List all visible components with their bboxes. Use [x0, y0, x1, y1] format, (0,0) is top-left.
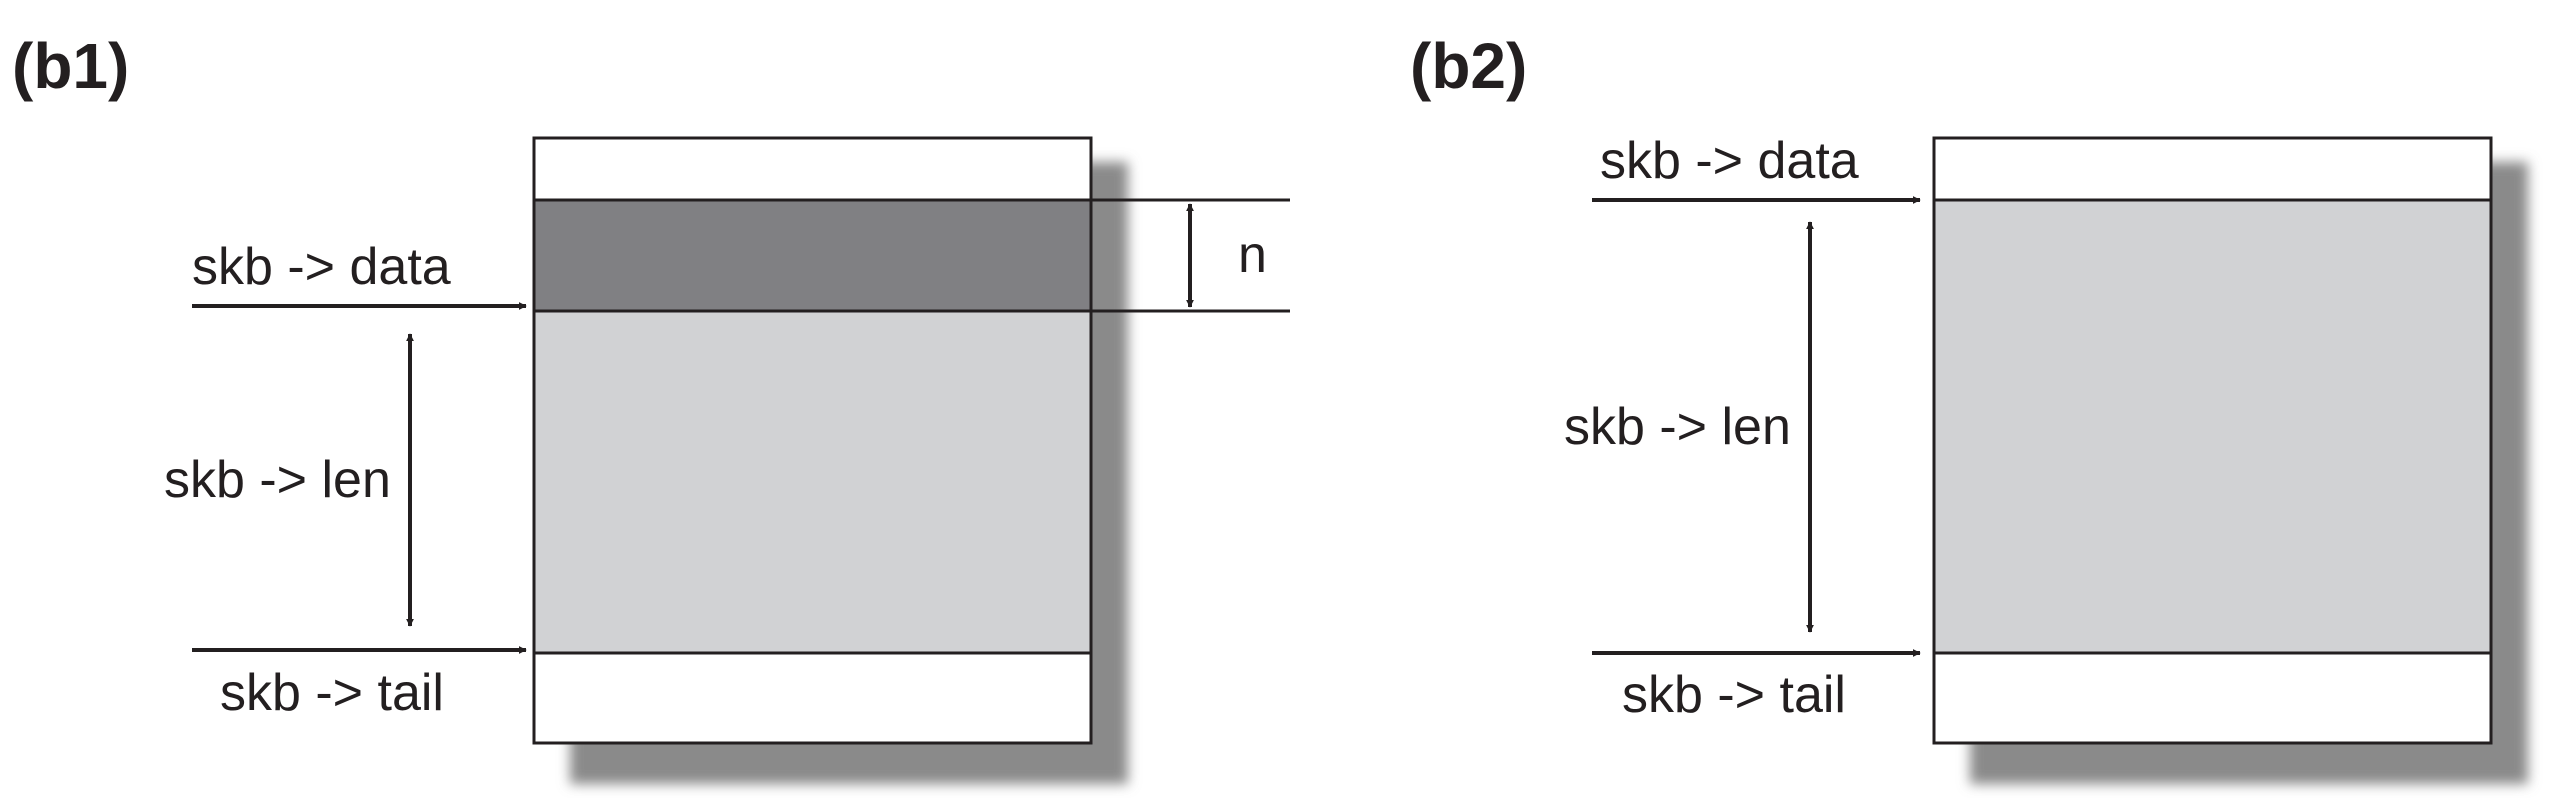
panel-b1: (b1) n skb -> data skb -> len skb -> tai… — [12, 30, 1290, 784]
tailroom-region — [532, 651, 1093, 745]
headroom-region — [1932, 136, 2493, 202]
tailroom-region — [1932, 651, 2493, 745]
label-skb-tail: skb -> tail — [220, 664, 444, 722]
pulled-bytes-region — [532, 198, 1093, 313]
headroom-region — [532, 136, 1093, 202]
panel-b2: (b2) skb -> data skb -> len skb -> tail — [1410, 30, 2528, 784]
label-skb-len: skb -> len — [164, 451, 391, 509]
label-skb-data: skb -> data — [192, 238, 451, 296]
data-region — [532, 309, 1093, 655]
data-region — [1932, 198, 2493, 655]
label-skb-len: skb -> len — [1564, 398, 1791, 456]
panel-title-b2: (b2) — [1410, 30, 1527, 102]
label-skb-data: skb -> data — [1600, 132, 1859, 190]
panel-title-b1: (b1) — [12, 30, 129, 102]
n-label: n — [1238, 226, 1267, 284]
label-skb-tail: skb -> tail — [1622, 666, 1846, 724]
